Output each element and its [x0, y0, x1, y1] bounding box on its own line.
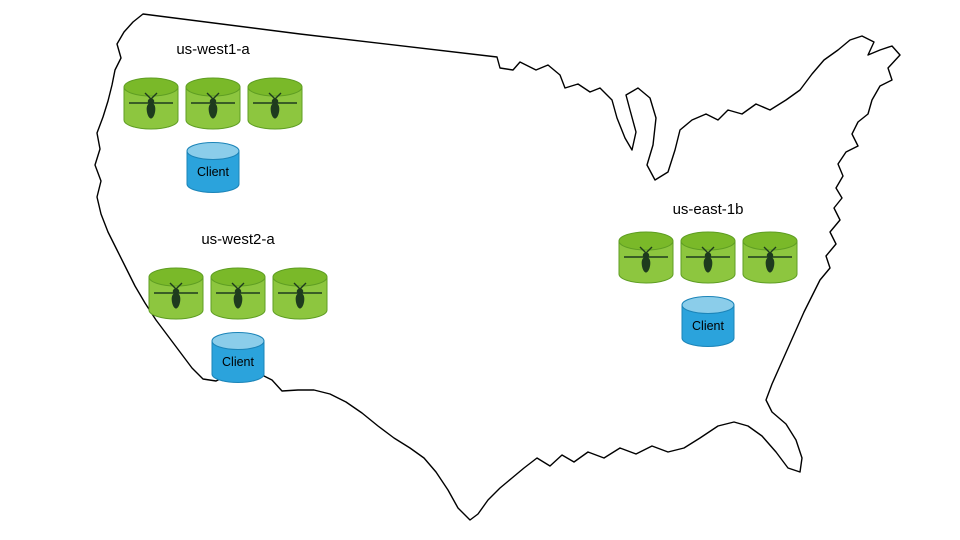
region-cluster-us-east-1b: us-east-1b Client	[612, 200, 804, 349]
region-label: us-east-1b	[672, 201, 744, 218]
db-node-cylinder	[617, 230, 675, 286]
db-node-cylinder	[209, 266, 267, 322]
client-label: Client	[197, 165, 229, 179]
region-cluster-us-west2-a: us-west2-a Client	[142, 230, 334, 385]
client-cylinder: Client	[210, 331, 266, 385]
node-row	[617, 230, 799, 286]
client-cylinder: Client	[185, 141, 241, 195]
db-node-cylinder	[184, 76, 242, 132]
region-label: us-west2-a	[201, 231, 275, 248]
db-node-cylinder	[679, 230, 737, 286]
db-node-cylinder	[741, 230, 799, 286]
db-node-cylinder	[147, 266, 205, 322]
region-label: us-west1-a	[176, 41, 250, 58]
db-node-cylinder	[271, 266, 329, 322]
client-cylinder: Client	[680, 295, 736, 349]
node-row	[122, 76, 304, 132]
db-node-cylinder	[246, 76, 304, 132]
client-label: Client	[222, 355, 254, 369]
client-label: Client	[692, 319, 724, 333]
region-cluster-us-west1-a: us-west1-a Client	[118, 40, 308, 195]
node-row	[147, 266, 329, 322]
db-node-cylinder	[122, 76, 180, 132]
